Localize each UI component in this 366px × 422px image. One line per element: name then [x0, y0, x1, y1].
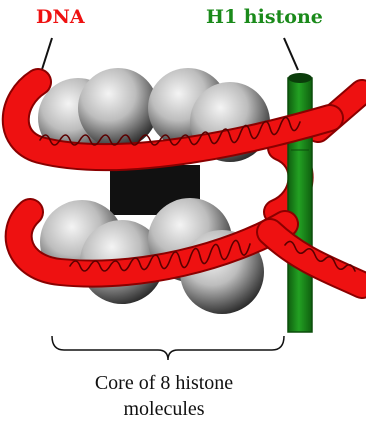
core-caption: Core of 8 histone molecules — [40, 370, 288, 422]
core-caption-line2: molecules — [40, 396, 288, 422]
h1-pointer-line — [284, 38, 298, 70]
core-bracket — [52, 336, 284, 360]
h1-histone-label: H1 histone — [206, 6, 323, 28]
dna-label: DNA — [36, 6, 85, 28]
core-caption-line1: Core of 8 histone — [40, 370, 288, 396]
histone-sphere — [78, 68, 158, 148]
